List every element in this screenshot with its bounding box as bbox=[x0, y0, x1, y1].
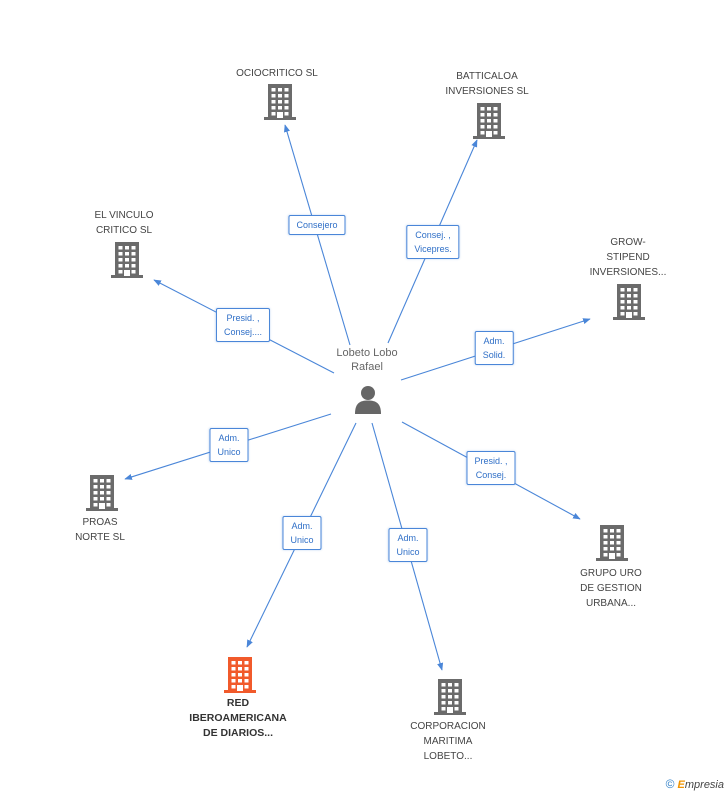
company-label-line: GROW- bbox=[610, 237, 646, 248]
company-label-proas[interactable]: PROAS NORTE SL bbox=[75, 515, 125, 545]
relation-label-line: Consej. , bbox=[415, 230, 451, 240]
relation-label-proas[interactable]: Adm. Unico bbox=[209, 428, 249, 462]
company-label-line: DE GESTION bbox=[580, 583, 642, 594]
relation-label-el-vinculo[interactable]: Presid. , Consej.... bbox=[215, 308, 271, 342]
relation-label-line: Unico bbox=[396, 547, 420, 557]
relation-label-line: Adm. bbox=[397, 533, 419, 543]
person-name-line-2: Rafael bbox=[351, 361, 383, 373]
brand-name: mpresia bbox=[684, 779, 724, 791]
person-name-line-1: Lobeto Lobo bbox=[336, 347, 398, 359]
building-icon[interactable] bbox=[613, 284, 645, 320]
building-icon[interactable] bbox=[473, 103, 505, 139]
company-label-corporacion[interactable]: CORPORACION MARITIMA LOBETO... bbox=[410, 719, 486, 764]
company-label-line: NORTE SL bbox=[75, 532, 125, 543]
company-label-line: DE DIARIOS... bbox=[202, 727, 274, 739]
building-icon[interactable] bbox=[111, 242, 143, 278]
company-label-line: GRUPO URO bbox=[580, 568, 642, 579]
company-label-line: CRITICO SL bbox=[95, 225, 153, 236]
relation-label-line: Vicepres. bbox=[414, 244, 452, 254]
company-label-grow-stipend[interactable]: GROW- STIPEND INVERSIONES... bbox=[590, 235, 667, 280]
building-icon[interactable] bbox=[86, 475, 118, 511]
copyright-icon: © bbox=[665, 777, 675, 791]
relation-label-grow-stipend[interactable]: Adm. Solid. bbox=[474, 331, 514, 365]
relation-label-line: Unico bbox=[290, 535, 314, 545]
building-icon[interactable] bbox=[596, 525, 628, 561]
relation-label-line: Consej.... bbox=[223, 327, 263, 337]
company-label-grupo-uro[interactable]: GRUPO URO DE GESTION URBANA... bbox=[580, 566, 642, 611]
relation-label-line: Unico bbox=[217, 447, 241, 457]
building-icon[interactable] bbox=[434, 679, 466, 715]
relation-label-line: Consejero bbox=[296, 220, 338, 230]
relation-label-grupo-uro[interactable]: Presid. , Consej. bbox=[466, 451, 516, 485]
relation-label-ociocritico[interactable]: Consejero bbox=[288, 215, 346, 235]
company-label-ociocritico[interactable]: OCIOCRITICO SL bbox=[236, 66, 318, 81]
company-label-line: BATTICALOA bbox=[456, 71, 518, 82]
relation-label-batticaloa[interactable]: Consej. , Vicepres. bbox=[406, 225, 460, 259]
relation-label-corporacion[interactable]: Adm. Unico bbox=[388, 528, 428, 562]
company-label-red-ibero[interactable]: RED IBEROAMERICANA DE DIARIOS... bbox=[189, 696, 286, 741]
edge-ociocritico bbox=[284, 124, 351, 346]
relation-label-line: Adm. bbox=[218, 433, 240, 443]
company-label-el-vinculo[interactable]: EL VINCULO CRITICO SL bbox=[94, 208, 153, 238]
relation-label-line: Presid. , bbox=[226, 313, 260, 323]
company-label-line: MARITIMA bbox=[423, 736, 473, 747]
person-name[interactable]: Lobeto Lobo Rafael bbox=[336, 346, 397, 374]
company-label-line: IBEROAMERICANA bbox=[189, 712, 287, 724]
company-label-line: STIPEND bbox=[606, 252, 650, 263]
company-label-batticaloa[interactable]: BATTICALOA INVERSIONES SL bbox=[445, 69, 528, 99]
company-label-line: CORPORACION bbox=[410, 721, 486, 732]
footer-brand: © Empresia bbox=[666, 777, 724, 791]
brand-initial: E bbox=[677, 779, 685, 791]
company-label-line: URBANA... bbox=[585, 598, 636, 609]
relation-label-line: Adm. bbox=[483, 336, 505, 346]
building-icon[interactable] bbox=[264, 84, 296, 120]
company-label-line: RED bbox=[226, 697, 250, 709]
building-icon[interactable] bbox=[224, 657, 256, 693]
relation-label-line: Consej. bbox=[475, 470, 507, 480]
relation-label-line: Presid. , bbox=[474, 456, 508, 466]
company-label-line: INVERSIONES SL bbox=[445, 86, 529, 97]
company-label-line: PROAS bbox=[82, 517, 118, 528]
relation-label-line: Solid. bbox=[482, 350, 506, 360]
company-label-line: INVERSIONES... bbox=[589, 267, 667, 278]
relation-label-red-ibero[interactable]: Adm. Unico bbox=[282, 516, 322, 550]
company-label-line: OCIOCRITICO SL bbox=[236, 68, 318, 79]
relation-label-line: Adm. bbox=[291, 521, 313, 531]
person-icon[interactable] bbox=[354, 385, 382, 415]
company-label-line: LOBETO... bbox=[423, 751, 473, 762]
company-label-line: EL VINCULO bbox=[94, 210, 154, 221]
